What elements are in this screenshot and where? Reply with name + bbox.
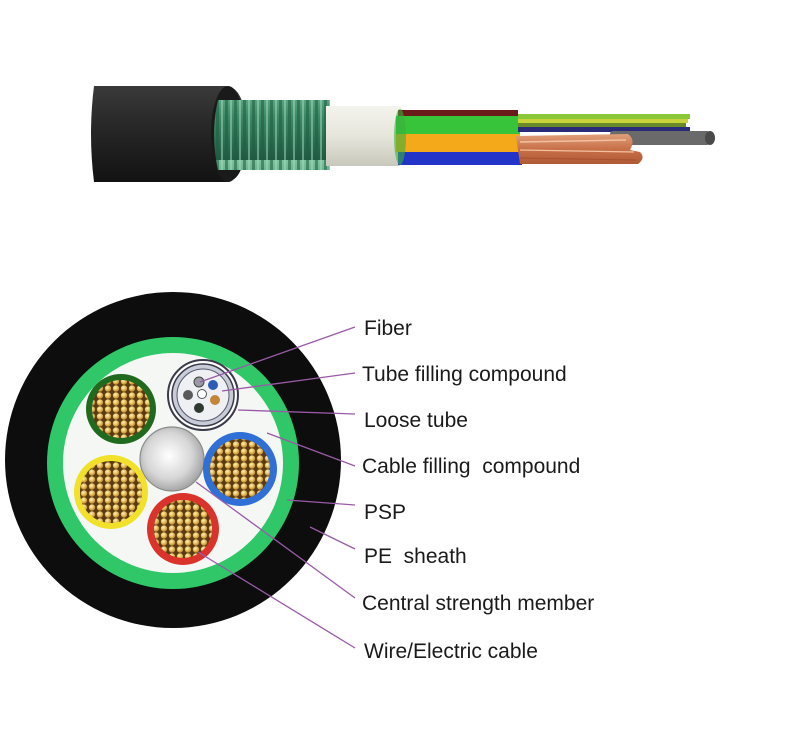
side-fiber-tubes xyxy=(518,114,690,132)
cs-loose-tube xyxy=(167,359,239,431)
leader-pe-sheath xyxy=(309,526,356,550)
cs-central-strength-member xyxy=(139,426,205,492)
label-cable-filling-compound: Cable filling compound xyxy=(362,455,581,478)
fiber-dot xyxy=(194,403,204,413)
leader-tube-filling xyxy=(221,372,356,392)
label-pe-sheath: PE sheath xyxy=(364,545,467,568)
cs-conductor-red xyxy=(147,493,219,565)
leader-fiber xyxy=(199,326,356,383)
leader-wire xyxy=(197,551,356,649)
leader-cable-filling xyxy=(266,432,356,467)
cs-conductor-green xyxy=(86,374,156,444)
label-loose-tube: Loose tube xyxy=(364,409,468,432)
side-insulated-conductors xyxy=(394,109,522,165)
fiber-dot xyxy=(183,390,193,400)
fiber-dot xyxy=(210,395,220,405)
cross-section xyxy=(5,292,341,628)
leader-psp xyxy=(286,499,356,506)
label-fiber: Fiber xyxy=(364,317,412,340)
leader-lines xyxy=(195,326,356,649)
fiber-dot xyxy=(197,389,207,399)
side-copper-strands xyxy=(516,134,643,164)
label-wire-electric-cable: Wire/Electric cable xyxy=(364,640,538,663)
side-central-strength-member xyxy=(610,131,715,145)
fiber-dot xyxy=(208,380,218,390)
label-central-strength-member: Central strength member xyxy=(362,592,595,615)
leader-loose-tube xyxy=(237,409,356,415)
side-corrugated-armor xyxy=(214,100,330,170)
fiber-dot xyxy=(193,376,205,388)
cs-conductor-yellow xyxy=(74,455,148,529)
label-tube-filling-compound: Tube filling compound xyxy=(362,363,567,386)
leader-central-strength xyxy=(195,481,356,599)
cs-conductor-blue xyxy=(203,432,277,506)
label-psp: PSP xyxy=(364,501,407,524)
side-wrapping-tape xyxy=(326,106,406,166)
